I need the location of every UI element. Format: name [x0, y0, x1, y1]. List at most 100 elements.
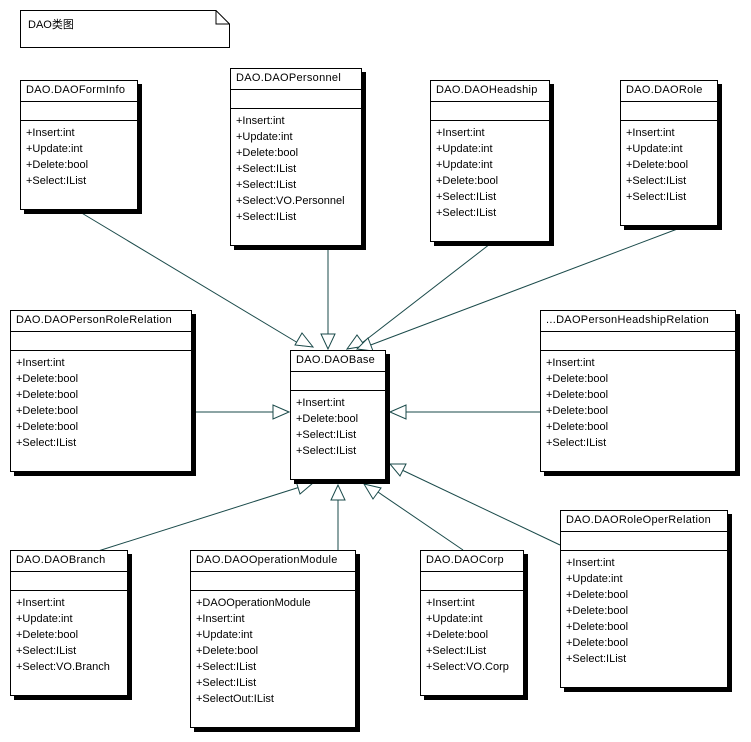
operation: +Delete:bool — [436, 175, 499, 187]
attributes-compartment — [421, 572, 523, 591]
arrowhead-roleoper — [388, 463, 407, 477]
class-name: ...DAOPersonHeadshipRelation — [541, 311, 735, 332]
arrowhead-corp — [362, 483, 382, 500]
arrowhead-opmodule — [330, 483, 346, 501]
class-dao-personnel: DAO.DAOPersonnel +Insert:int +Update:int… — [230, 68, 362, 246]
edge-corp-base — [374, 489, 464, 551]
operation: +Update:int — [566, 573, 623, 585]
attributes-compartment — [231, 90, 361, 109]
class-dao-forminfo: DAO.DAOFormInfo +Insert:int +Update:int … — [20, 80, 138, 210]
operation: +Select:IList — [296, 429, 357, 441]
operation: +Delete:bool — [426, 629, 489, 641]
operation: +Insert:int — [236, 115, 285, 127]
operation: +Select:IList — [196, 677, 257, 689]
operation: +Delete:bool — [546, 389, 609, 401]
operation: +Delete:bool — [546, 421, 609, 433]
operation: +Delete:bool — [16, 373, 79, 385]
class-name: DAO.DAOPersonnel — [231, 69, 361, 90]
class-dao-corp: DAO.DAOCorp +Insert:int +Update:int +Del… — [420, 550, 524, 696]
diagram-note: DAO类图 — [20, 10, 230, 48]
attributes-compartment — [621, 102, 717, 121]
operation: +Insert:int — [566, 557, 615, 569]
operations-compartment: +Insert:int +Delete:bool +Delete:bool +D… — [541, 351, 735, 453]
note-text: DAO类图 — [28, 19, 74, 31]
edge-roleoper-base — [401, 469, 561, 546]
operation: +Select:IList — [436, 191, 497, 203]
class-dao-base: DAO.DAOBase +Insert:int +Delete:bool +Se… — [290, 350, 386, 480]
attributes-compartment — [431, 102, 549, 121]
class-dao-personheadshiprelation: ...DAOPersonHeadshipRelation +Insert:int… — [540, 310, 736, 472]
arrowhead-personnel — [320, 333, 336, 351]
operation: +DAOOperationModule — [196, 597, 311, 609]
attributes-compartment — [291, 372, 385, 391]
operations-compartment: +Insert:int +Update:int +Delete:bool +Se… — [11, 591, 127, 677]
edge-headship-base — [357, 243, 491, 347]
operation: +Insert:int — [426, 597, 475, 609]
operation: +Delete:bool — [16, 421, 79, 433]
operation: +Insert:int — [626, 127, 675, 139]
operations-compartment: +Insert:int +Update:int +Delete:bool +Se… — [21, 121, 137, 191]
operation: +Delete:bool — [546, 373, 609, 385]
operation: +Select:IList — [236, 211, 297, 223]
attributes-compartment — [21, 102, 137, 121]
class-name: DAO.DAOBase — [291, 351, 385, 372]
operations-compartment: +DAOOperationModule +Insert:int +Update:… — [191, 591, 355, 709]
operation: +Update:int — [196, 629, 253, 641]
operation: +Delete:bool — [546, 405, 609, 417]
operation: +Update:int — [236, 131, 293, 143]
operations-compartment: +Insert:int +Update:int +Delete:bool +Se… — [231, 109, 361, 227]
operations-compartment: +Insert:int +Update:int +Delete:bool +De… — [561, 551, 727, 669]
operation: +Delete:bool — [626, 159, 689, 171]
operation: +Insert:int — [16, 357, 65, 369]
operation: +Update:int — [16, 613, 73, 625]
operation: +Select:IList — [626, 175, 687, 187]
operation: +Update:int — [426, 613, 483, 625]
class-dao-roleoperrelation: DAO.DAORoleOperRelation +Insert:int +Upd… — [560, 510, 728, 688]
operation: +Select:IList — [566, 653, 627, 665]
attributes-compartment — [191, 572, 355, 591]
operation: +Delete:bool — [16, 389, 79, 401]
attributes-compartment — [11, 572, 127, 591]
operation: +Delete:bool — [566, 621, 629, 633]
edge-forminfo-base — [79, 211, 304, 347]
operation: +SelectOut:IList — [196, 693, 274, 705]
class-name: DAO.DAORoleOperRelation — [561, 511, 727, 532]
note-shape — [20, 10, 230, 48]
class-dao-personrolerelation: DAO.DAOPersonRoleRelation +Insert:int +D… — [10, 310, 192, 472]
operation: +Insert:int — [546, 357, 595, 369]
operations-compartment: +Insert:int +Update:int +Delete:bool +Se… — [421, 591, 523, 677]
operation: +Delete:bool — [196, 645, 259, 657]
arrowhead-personrole — [272, 404, 291, 420]
operation: +Delete:bool — [566, 637, 629, 649]
class-name: DAO.DAOPersonRoleRelation — [11, 311, 191, 332]
arrowhead-branch — [295, 480, 315, 495]
operation: +Select:VO.Corp — [426, 661, 509, 673]
operations-compartment: +Insert:int +Delete:bool +Delete:bool +D… — [11, 351, 191, 453]
class-name: DAO.DAOHeadship — [431, 81, 549, 102]
operation: +Insert:int — [296, 397, 345, 409]
operation: +Select:IList — [236, 179, 297, 191]
operation: +Delete:bool — [296, 413, 359, 425]
attributes-compartment — [541, 332, 735, 351]
operation: +Update:int — [626, 143, 683, 155]
operation: +Select:IList — [626, 191, 687, 203]
operation: +Select:IList — [546, 437, 607, 449]
operation: +Update:int — [436, 159, 493, 171]
operation: +Delete:bool — [566, 589, 629, 601]
operation: +Select:IList — [196, 661, 257, 673]
operation: +Select:VO.Branch — [16, 661, 110, 673]
edge-role-base — [367, 227, 681, 347]
operation: +Select:IList — [16, 645, 77, 657]
operation: +Update:int — [26, 143, 83, 155]
operation: +Insert:int — [26, 127, 75, 139]
operation: +Select:IList — [426, 645, 487, 657]
operations-compartment: +Insert:int +Update:int +Delete:bool +Se… — [621, 121, 717, 207]
edge-branch-base — [94, 486, 301, 553]
class-name: DAO.DAOFormInfo — [21, 81, 137, 102]
operation: +Delete:bool — [566, 605, 629, 617]
class-name: DAO.DAOOperationModule — [191, 551, 355, 572]
class-name: DAO.DAOCorp — [421, 551, 523, 572]
class-dao-operationmodule: DAO.DAOOperationModule +DAOOperationModu… — [190, 550, 356, 728]
operation: +Delete:bool — [16, 629, 79, 641]
